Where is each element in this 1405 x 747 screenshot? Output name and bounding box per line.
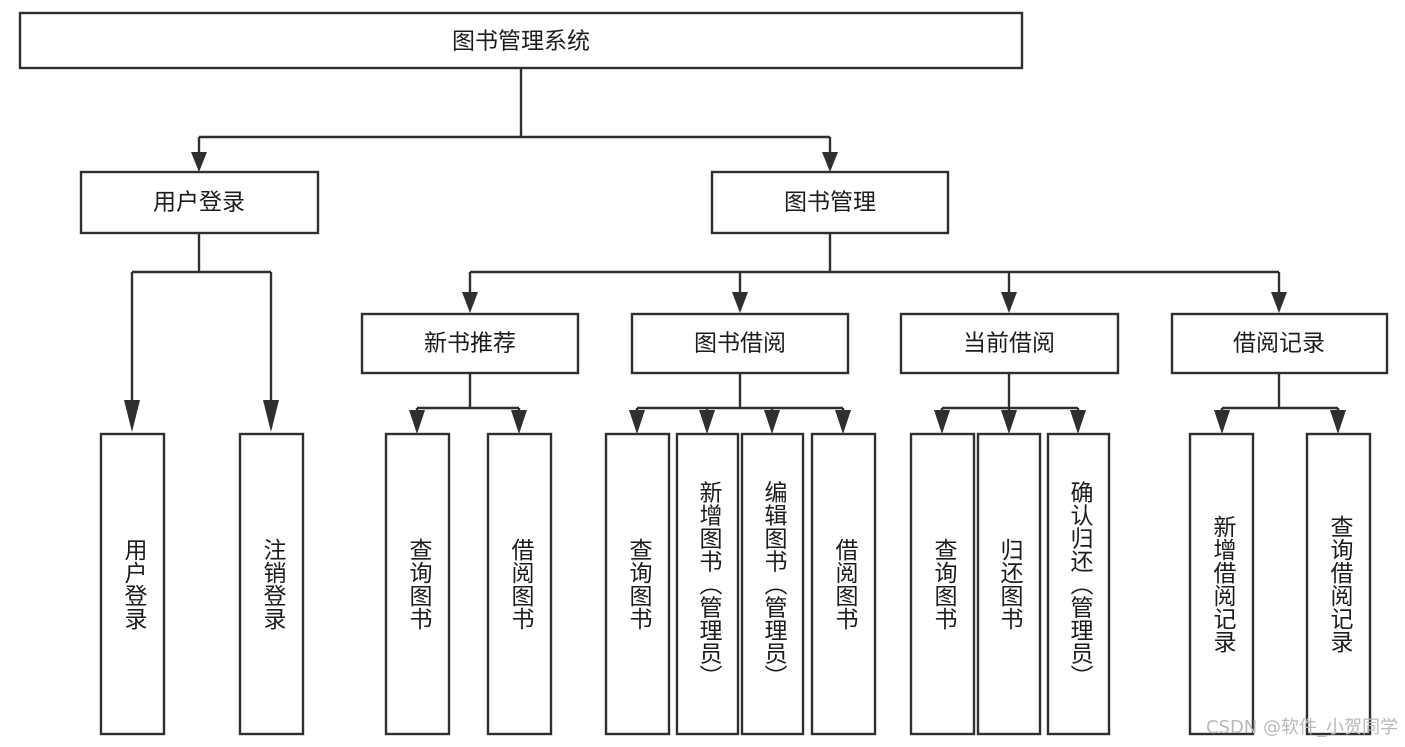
leaf-query-book-3-label: 查询图书 <box>930 538 958 630</box>
node-new-book-recommend-label: 新书推荐 <box>424 331 516 357</box>
arrow-head-leaf-return-book <box>1001 410 1017 434</box>
csdn-watermark: CSDN @软件_小贺同学 <box>1206 717 1398 738</box>
node-new-book-recommend-box[interactable] <box>360 312 580 375</box>
node-borrow-record[interactable]: 借阅记录 <box>1170 312 1389 375</box>
arrow-head-book-borrow <box>732 292 748 313</box>
node-current-borrow-label: 当前借阅 <box>963 331 1055 357</box>
leaf-user-logout-box[interactable] <box>238 432 305 736</box>
arrow-head-leaf-add-record <box>1214 410 1230 434</box>
arrow-head-new-book-recommend <box>462 292 478 313</box>
leaf-query-book-2-box[interactable] <box>604 432 671 736</box>
leaf-query-book-3-box[interactable] <box>909 432 976 736</box>
node-root[interactable]: 图书管理系统 <box>18 11 1024 70</box>
node-borrow-record-box[interactable] <box>1170 312 1389 375</box>
node-book-borrow[interactable]: 图书借阅 <box>630 312 850 375</box>
leaf-query-book-2-label: 查询图书 <box>625 538 653 630</box>
leaf-borrow-book-1-box[interactable] <box>486 432 553 736</box>
leaf-query-record-label: 查询借阅记录 <box>1326 515 1354 653</box>
leaf-add-record-box[interactable] <box>1188 432 1255 736</box>
leaf-borrow-book-2-label: 借阅图书 <box>831 538 859 630</box>
arrow-head-leaf-query-book-1 <box>409 410 425 434</box>
arrow-head-leaf-user-logout <box>263 400 279 432</box>
arrow-head-leaf-user-login <box>124 400 140 432</box>
leaf-user-login[interactable]: 用户登录 <box>99 432 166 736</box>
node-current-borrow[interactable]: 当前借阅 <box>899 312 1120 375</box>
leaf-query-record-box[interactable] <box>1305 432 1372 736</box>
leaf-add-record-label: 新增借阅记录 <box>1209 515 1237 653</box>
leaf-edit-book-box[interactable] <box>740 432 805 736</box>
node-root-label: 图书管理系统 <box>452 29 590 55</box>
node-current-borrow-box[interactable] <box>899 312 1120 375</box>
arrow-head-leaf-borrow-book-2 <box>835 410 851 434</box>
node-book-borrow-label: 图书借阅 <box>694 331 786 357</box>
leaf-edit-book-label: 编辑图书（管理员） <box>760 481 788 688</box>
connector-layer <box>124 68 1346 434</box>
arrow-head-leaf-borrow-book-1 <box>511 410 527 434</box>
leaf-return-book-box[interactable] <box>976 432 1042 736</box>
leaf-user-logout-label: 注销登录 <box>259 538 287 630</box>
leaf-add-book-label: 新增图书（管理员） <box>695 481 723 688</box>
arrow-head-current-borrow <box>1001 292 1017 313</box>
leaf-add-book[interactable]: 新增图书（管理员） <box>675 432 740 736</box>
leaf-query-book-1[interactable]: 查询图书 <box>384 432 451 736</box>
leaf-borrow-book-2-box[interactable] <box>810 432 877 736</box>
leaf-user-login-label: 用户登录 <box>120 538 148 630</box>
arrow-head-leaf-add-book <box>699 410 715 434</box>
node-new-book-recommend[interactable]: 新书推荐 <box>360 312 580 375</box>
node-book-borrow-box[interactable] <box>630 312 850 375</box>
arrow-head-leaf-query-book-3 <box>934 410 950 434</box>
leaf-return-book-label: 归还图书 <box>996 538 1024 630</box>
node-user-login-box[interactable] <box>79 170 320 235</box>
arrow-head-user-login <box>191 152 207 172</box>
leaf-user-logout[interactable]: 注销登录 <box>238 432 305 736</box>
node-user-login[interactable]: 用户登录 <box>79 170 320 235</box>
leaf-add-record[interactable]: 新增借阅记录 <box>1188 432 1255 736</box>
leaf-confirm-return-box[interactable] <box>1046 432 1111 736</box>
arrow-head-borrow-record <box>1271 292 1287 313</box>
arrow-head-leaf-confirm-return <box>1070 410 1086 434</box>
node-book-manage[interactable]: 图书管理 <box>710 170 950 235</box>
leaf-borrow-book-2[interactable]: 借阅图书 <box>810 432 877 736</box>
leaf-borrow-book-1[interactable]: 借阅图书 <box>486 432 553 736</box>
leaf-query-book-2[interactable]: 查询图书 <box>604 432 671 736</box>
leaf-add-book-box[interactable] <box>675 432 740 736</box>
arrow-head-leaf-query-record <box>1330 410 1346 434</box>
node-borrow-record-label: 借阅记录 <box>1233 331 1325 357</box>
leaf-query-book-1-box[interactable] <box>384 432 451 736</box>
arrow-head-leaf-query-book-2 <box>629 410 645 434</box>
arrow-head-book-manage <box>822 152 838 172</box>
leaf-borrow-book-1-label: 借阅图书 <box>507 538 535 630</box>
leaf-query-book-3[interactable]: 查询图书 <box>909 432 976 736</box>
leaf-return-book[interactable]: 归还图书 <box>976 432 1042 736</box>
node-book-manage-label: 图书管理 <box>784 190 876 216</box>
leaf-query-record[interactable]: 查询借阅记录 <box>1305 432 1372 736</box>
leaf-query-book-1-label: 查询图书 <box>405 538 433 630</box>
node-root-box[interactable] <box>18 11 1024 70</box>
leaf-confirm-return-label: 确认归还（管理员） <box>1066 481 1094 688</box>
node-book-manage-box[interactable] <box>710 170 950 235</box>
leaf-edit-book[interactable]: 编辑图书（管理员） <box>740 432 805 736</box>
leaf-confirm-return[interactable]: 确认归还（管理员） <box>1046 432 1111 736</box>
leaf-user-login-box[interactable] <box>99 432 166 736</box>
node-user-login-label: 用户登录 <box>153 190 245 216</box>
arrow-head-leaf-edit-book <box>764 410 780 434</box>
